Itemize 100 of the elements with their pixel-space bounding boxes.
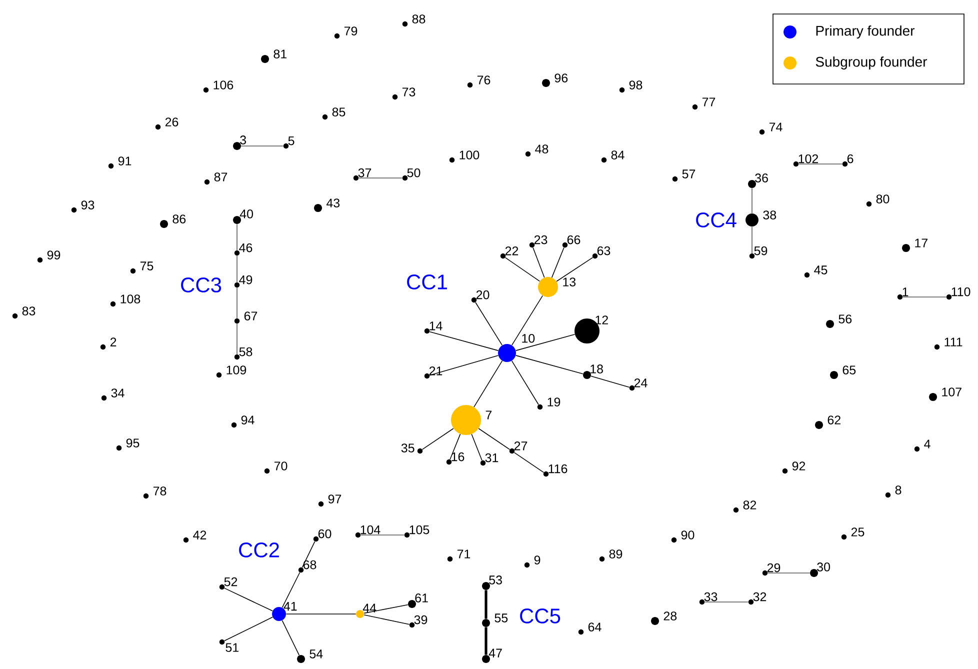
number-label: 35 <box>401 444 414 452</box>
number-label: 13 <box>563 278 576 286</box>
cluster-label: CC4 <box>696 212 736 228</box>
number-label: 65 <box>842 366 856 374</box>
number-label: 109 <box>226 366 246 374</box>
number-label: 23 <box>534 235 548 244</box>
number-label: 116 <box>548 464 568 474</box>
number-label: 36 <box>755 174 768 182</box>
cluster-label: CC3 <box>181 278 222 292</box>
connector-line <box>302 541 316 568</box>
number-label: 87 <box>214 172 228 182</box>
number-label: 30 <box>817 562 830 572</box>
number-label: 12 <box>596 316 608 324</box>
number-label: 76 <box>477 76 490 84</box>
number-label: 92 <box>792 462 806 470</box>
number-label: 90 <box>681 530 694 540</box>
number-label: 21 <box>429 366 442 376</box>
number-label: 55 <box>494 614 508 622</box>
number-label: 40 <box>240 210 254 218</box>
number-label: 31 <box>485 453 498 462</box>
connector-line <box>360 534 405 536</box>
connector-line <box>224 588 273 612</box>
number-label: 94 <box>241 416 254 424</box>
number-label: 60 <box>318 529 332 538</box>
number-label: 78 <box>153 486 166 496</box>
connector-line <box>471 434 482 461</box>
number-label: 45 <box>814 266 828 274</box>
connector-line <box>236 287 238 319</box>
connector-line <box>364 604 408 614</box>
number-label: 93 <box>81 200 94 210</box>
connector-line <box>511 360 539 405</box>
number-label: 51 <box>226 643 238 652</box>
number-label: 88 <box>412 14 426 24</box>
connector-line <box>556 257 594 282</box>
number-label: 46 <box>239 243 252 252</box>
number-label: 24 <box>634 378 648 388</box>
number-label: 47 <box>488 648 502 658</box>
number-label: 34 <box>111 388 124 398</box>
number-label: 17 <box>915 238 928 248</box>
number-label: 39 <box>414 615 428 624</box>
number-label: 62 <box>828 416 840 424</box>
number-label: 56 <box>838 314 852 324</box>
connector-line <box>224 616 273 642</box>
number-label: 4 <box>924 440 930 448</box>
number-label: 37 <box>358 168 372 178</box>
number-label: 57 <box>682 170 696 178</box>
number-label: 66 <box>567 235 580 244</box>
number-label: 2 <box>110 338 116 346</box>
number-label: 3 <box>240 136 246 144</box>
number-label: 89 <box>609 550 622 558</box>
number-label: 16 <box>452 452 464 462</box>
number-label: 70 <box>274 462 288 470</box>
number-label: 50 <box>407 168 420 178</box>
number-label: 6 <box>847 154 854 164</box>
connector-line <box>429 355 499 376</box>
cluster-label: CC2 <box>239 542 279 558</box>
connector-line <box>236 224 238 251</box>
connector-line <box>474 360 503 408</box>
connector-line <box>590 376 630 388</box>
number-label: 74 <box>769 122 782 132</box>
number-label: 100 <box>460 150 480 160</box>
connector-line <box>475 302 503 346</box>
number-label: 82 <box>743 500 756 510</box>
number-label: 102 <box>798 154 818 164</box>
number-label: 77 <box>702 98 716 106</box>
connector-line <box>422 428 454 450</box>
connector-line <box>450 434 461 460</box>
number-label: 48 <box>535 144 548 154</box>
connector-line <box>515 355 584 374</box>
number-label: 107 <box>942 388 962 396</box>
number-label: 73 <box>402 88 416 96</box>
number-label: 85 <box>332 108 346 116</box>
connector-line <box>236 255 238 283</box>
number-label: 49 <box>239 275 252 284</box>
number-label: 91 <box>118 156 132 166</box>
number-label: 1 <box>902 288 908 296</box>
number-label: 26 <box>165 118 178 126</box>
number-label: 58 <box>239 347 252 356</box>
connector-line <box>236 323 238 355</box>
number-label: 108 <box>120 294 140 304</box>
number-label: 68 <box>303 560 316 570</box>
number-label: 22 <box>505 246 518 256</box>
number-label: 97 <box>328 494 342 504</box>
number-label: 98 <box>629 80 642 90</box>
number-label: 111 <box>944 338 962 346</box>
number-label: 71 <box>457 550 470 558</box>
connector-line <box>511 295 544 346</box>
number-label: 7 <box>486 410 492 420</box>
number-label: 84 <box>611 150 624 160</box>
number-label: 99 <box>47 250 60 260</box>
cluster-label: CC1 <box>407 274 447 290</box>
number-label: 9 <box>534 556 540 564</box>
number-label: 28 <box>664 612 677 620</box>
number-label: 43 <box>326 198 340 208</box>
connector-line <box>364 614 410 625</box>
number-label: 59 <box>754 246 768 256</box>
number-label: 29 <box>767 563 780 572</box>
connector-line <box>551 247 564 278</box>
cluster-label: CC5 <box>520 608 560 624</box>
number-label: 110 <box>952 287 970 296</box>
